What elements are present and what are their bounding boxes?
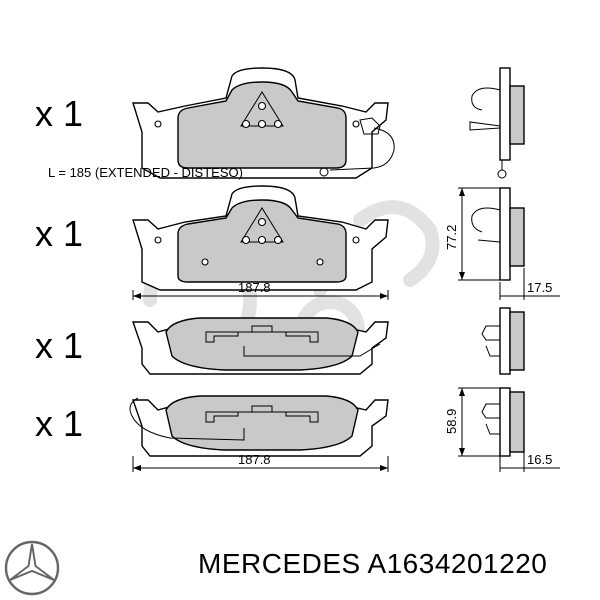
brake-pad-inner-with-wire <box>129 395 389 457</box>
height-value: 77.2 <box>444 225 459 250</box>
brand-name: MERCEDES <box>198 548 361 579</box>
part-number: A1634201220 <box>367 548 548 579</box>
quantity-label: x 1 <box>35 213 83 254</box>
side-view-2 <box>471 187 525 281</box>
thickness-value: 17.5 <box>527 280 552 295</box>
sensor-length-note: L = 185 (EXTENDED - DISTESO) <box>48 165 243 180</box>
brake-pad-outer-with-sensor <box>132 67 395 179</box>
brake-pad-outer <box>132 185 389 291</box>
quantity-label: x 1 <box>35 325 83 366</box>
side-view-4 <box>481 387 525 457</box>
width-dimension <box>132 456 389 472</box>
thickness-dimension <box>499 452 560 472</box>
width-dimension <box>132 290 389 300</box>
mercedes-star-icon <box>4 540 60 596</box>
thickness-value: 16.5 <box>527 452 552 467</box>
width-value: 187.8 <box>238 280 271 295</box>
height-value: 58.9 <box>444 409 459 434</box>
side-view-3 <box>481 307 525 375</box>
quantity-label: x 1 <box>35 93 83 134</box>
thickness-dimension <box>499 268 560 300</box>
part-caption: MERCEDES A1634201220 <box>198 548 547 580</box>
height-dimension <box>458 387 500 457</box>
side-view-top <box>469 67 525 179</box>
quantity-label: x 1 <box>35 403 83 444</box>
brake-pad-inner <box>132 317 389 375</box>
width-value: 187.8 <box>238 452 271 467</box>
friction-material <box>165 395 359 451</box>
height-dimension <box>458 187 500 281</box>
